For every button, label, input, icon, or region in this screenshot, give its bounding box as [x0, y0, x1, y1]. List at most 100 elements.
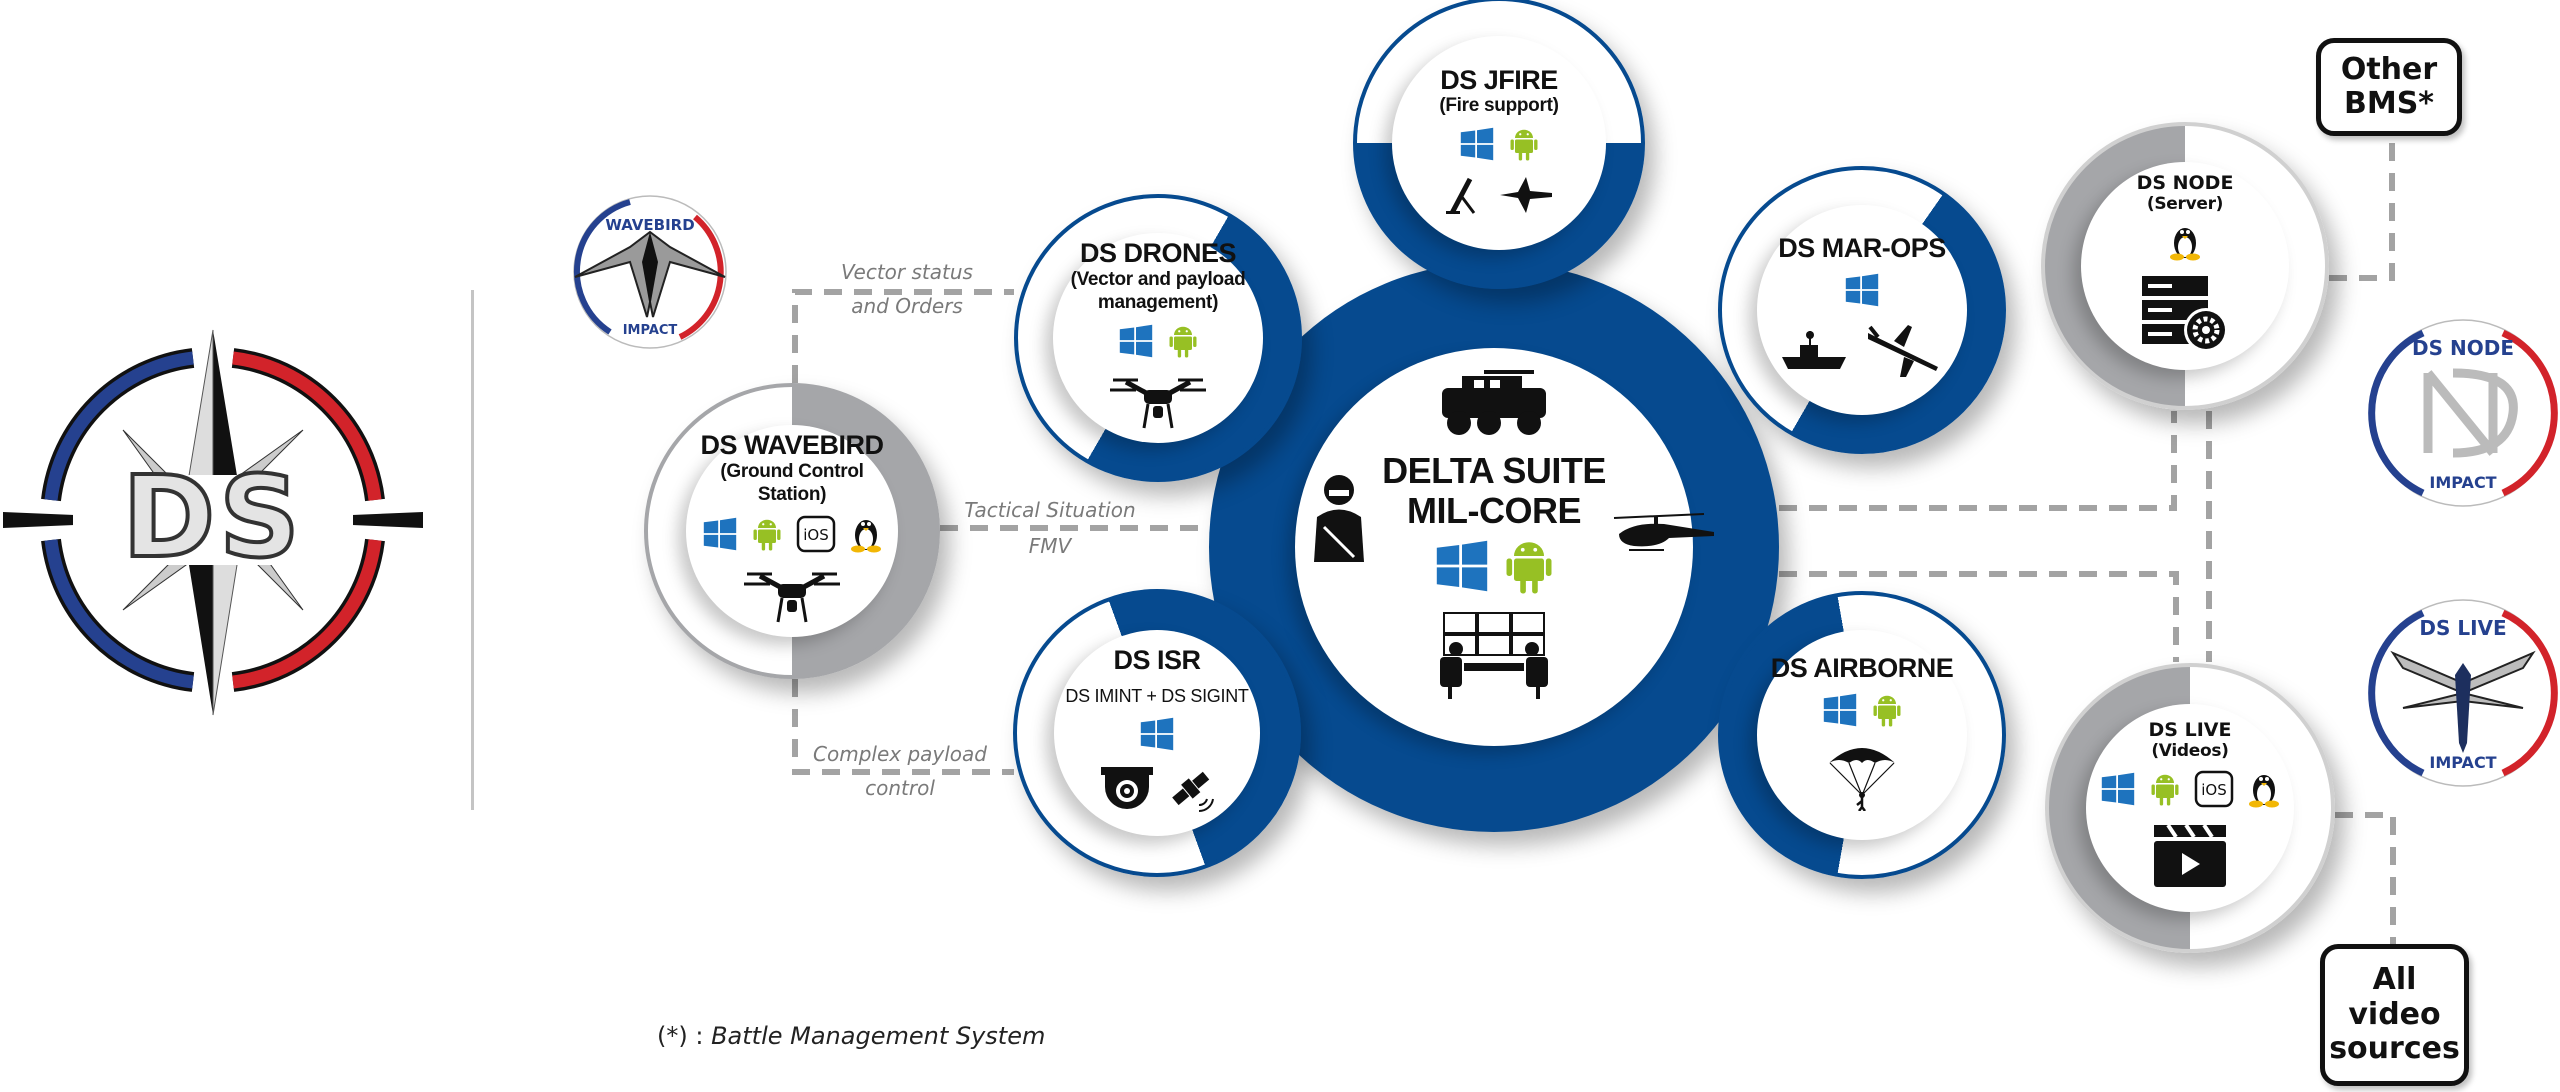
server-gear-icon: [2140, 274, 2230, 359]
windows-icon: [1118, 323, 1154, 364]
link-label: Tactical Situation: [964, 498, 1136, 522]
module-inner: DS DRONES(Vector and payload management): [1053, 233, 1263, 443]
drone-icon: [1108, 372, 1208, 437]
logo-text: DS LIVE: [2419, 616, 2506, 640]
linux-icon: [2248, 770, 2280, 813]
core-circle[interactable]: DELTA SUITE MIL-CORE: [1209, 262, 1779, 832]
link-node-bms: [2329, 136, 2395, 281]
module-marops[interactable]: DS MAR-OPS: [1718, 166, 2006, 454]
svg-text:iOS: iOS: [2201, 781, 2227, 799]
helicopter-icon: [1609, 512, 1719, 562]
clapperboard-icon: [2150, 821, 2230, 896]
windows-icon: [1139, 716, 1175, 757]
module-drones[interactable]: DS DRONES(Vector and payload management): [1014, 194, 1302, 482]
link-label: control: [865, 776, 935, 800]
icon-row: iOS: [702, 515, 882, 558]
ds-node-logo: DS NODE IMPACT: [2366, 316, 2560, 510]
parachute-icon: [1827, 741, 1897, 816]
footnote-text: Battle Management System: [711, 1022, 1046, 1050]
footnote-marker: (*) :: [657, 1022, 712, 1050]
module-wavebird[interactable]: DS WAVEBIRD(Ground Control Station) iOS: [644, 383, 940, 679]
icon-row: [2169, 223, 2201, 266]
ios-icon: iOS: [2194, 770, 2234, 813]
video-sources-box: All video sources: [2320, 944, 2469, 1086]
windows-icon: [1459, 126, 1495, 167]
core-title: DELTA SUITE: [1382, 449, 1606, 491]
link-core-live: [1779, 571, 2179, 662]
icon-row: [1444, 175, 1554, 220]
link-label: Vector status: [841, 260, 973, 284]
drone-icon: [742, 566, 842, 631]
module-title: DS JFIRE: [1440, 64, 1558, 95]
module-inner: DS LIVE(Videos)iOS: [2086, 704, 2294, 912]
link-vector-status: [792, 289, 1014, 383]
logo-text: IMPACT: [623, 323, 678, 338]
core-title: MIL-CORE: [1407, 489, 1581, 531]
linux-icon: [2169, 223, 2201, 266]
wavebird-logo: WAVEBIRD IMPACT: [570, 190, 730, 355]
module-node[interactable]: DS NODE(Server): [2041, 122, 2329, 410]
ds-live-logo: DS LIVE IMPACT: [2366, 596, 2560, 790]
icon-row: [1822, 692, 1902, 733]
module-subtitle: (Videos): [2151, 741, 2229, 762]
windows-icon: [702, 516, 738, 557]
module-live[interactable]: DS LIVE(Videos)iOS: [2045, 663, 2335, 953]
icon-row: [1099, 765, 1215, 820]
fighter-jet-icon: [1498, 175, 1554, 220]
module-jfire[interactable]: DS JFIRE(Fire support): [1353, 0, 1645, 289]
mortar-icon: [1444, 175, 1484, 220]
module-subtitle: (Server): [2146, 194, 2224, 215]
link-label: FMV: [1028, 534, 1072, 558]
svg-text:iOS: iOS: [803, 526, 829, 544]
module-title: DS DRONES: [1079, 238, 1237, 269]
android-icon: [1872, 692, 1902, 733]
icon-row: [2140, 274, 2230, 359]
module-inner: DS JFIRE(Fire support): [1392, 36, 1606, 250]
android-icon: [1168, 323, 1198, 364]
icon-row: [1118, 323, 1198, 364]
module-subtitle: (Vector and payload management): [1070, 269, 1246, 313]
module-inner: DS MAR-OPS: [1757, 205, 1967, 415]
module-inner: DS NODE(Server): [2081, 162, 2289, 370]
control-room-icon: [1434, 611, 1554, 706]
link-payload: [792, 679, 1014, 775]
ds-logo-text: DS: [122, 453, 304, 583]
icon-row: [1108, 372, 1208, 437]
icon-row: [2150, 821, 2230, 896]
armored-vehicle-icon: [1434, 368, 1554, 443]
module-subtitle: (Fire support): [1439, 95, 1559, 117]
android-icon: [752, 516, 782, 557]
module-title: DS MAR-OPS: [1778, 233, 1946, 264]
windows-icon: [2100, 771, 2136, 812]
module-title: DS AIRBORNE: [1770, 653, 1954, 684]
logo-text: IMPACT: [2429, 473, 2496, 492]
module-inner: DS AIRBORNE: [1757, 630, 1967, 840]
logo-text: WAVEBIRD: [605, 216, 694, 234]
windows-icon: [1844, 272, 1880, 313]
linux-icon: [850, 515, 882, 558]
icon-row: [1780, 321, 1944, 386]
logo-text: IMPACT: [2429, 753, 2496, 772]
android-icon: [1509, 126, 1539, 167]
module-airborne[interactable]: DS AIRBORNE: [1718, 591, 2006, 879]
satellite-icon: [1169, 765, 1215, 820]
android-icon: [2150, 771, 2180, 812]
patrol-aircraft-icon: [1864, 321, 1944, 386]
module-title: DS WAVEBIRD: [700, 430, 884, 461]
windows-icon: [1434, 538, 1490, 599]
windows-icon: [1822, 692, 1858, 733]
boat-icon: [1780, 329, 1850, 378]
icon-row: [1139, 716, 1175, 757]
divider: [471, 290, 474, 810]
link-label: Complex payload: [813, 742, 987, 766]
link-live-sources: [2335, 812, 2396, 944]
soldier-icon: [1309, 472, 1369, 567]
link-label: and Orders: [851, 294, 963, 318]
module-subtitle: (Ground Control Station): [720, 461, 864, 505]
module-subtitle: DS IMINT + DS SIGINT: [1065, 686, 1249, 707]
footnote: (*) : Battle Management System: [657, 1022, 1045, 1050]
other-bms-box: Other BMS*: [2316, 38, 2462, 136]
module-inner: DS WAVEBIRD(Ground Control Station) iOS: [686, 425, 898, 637]
